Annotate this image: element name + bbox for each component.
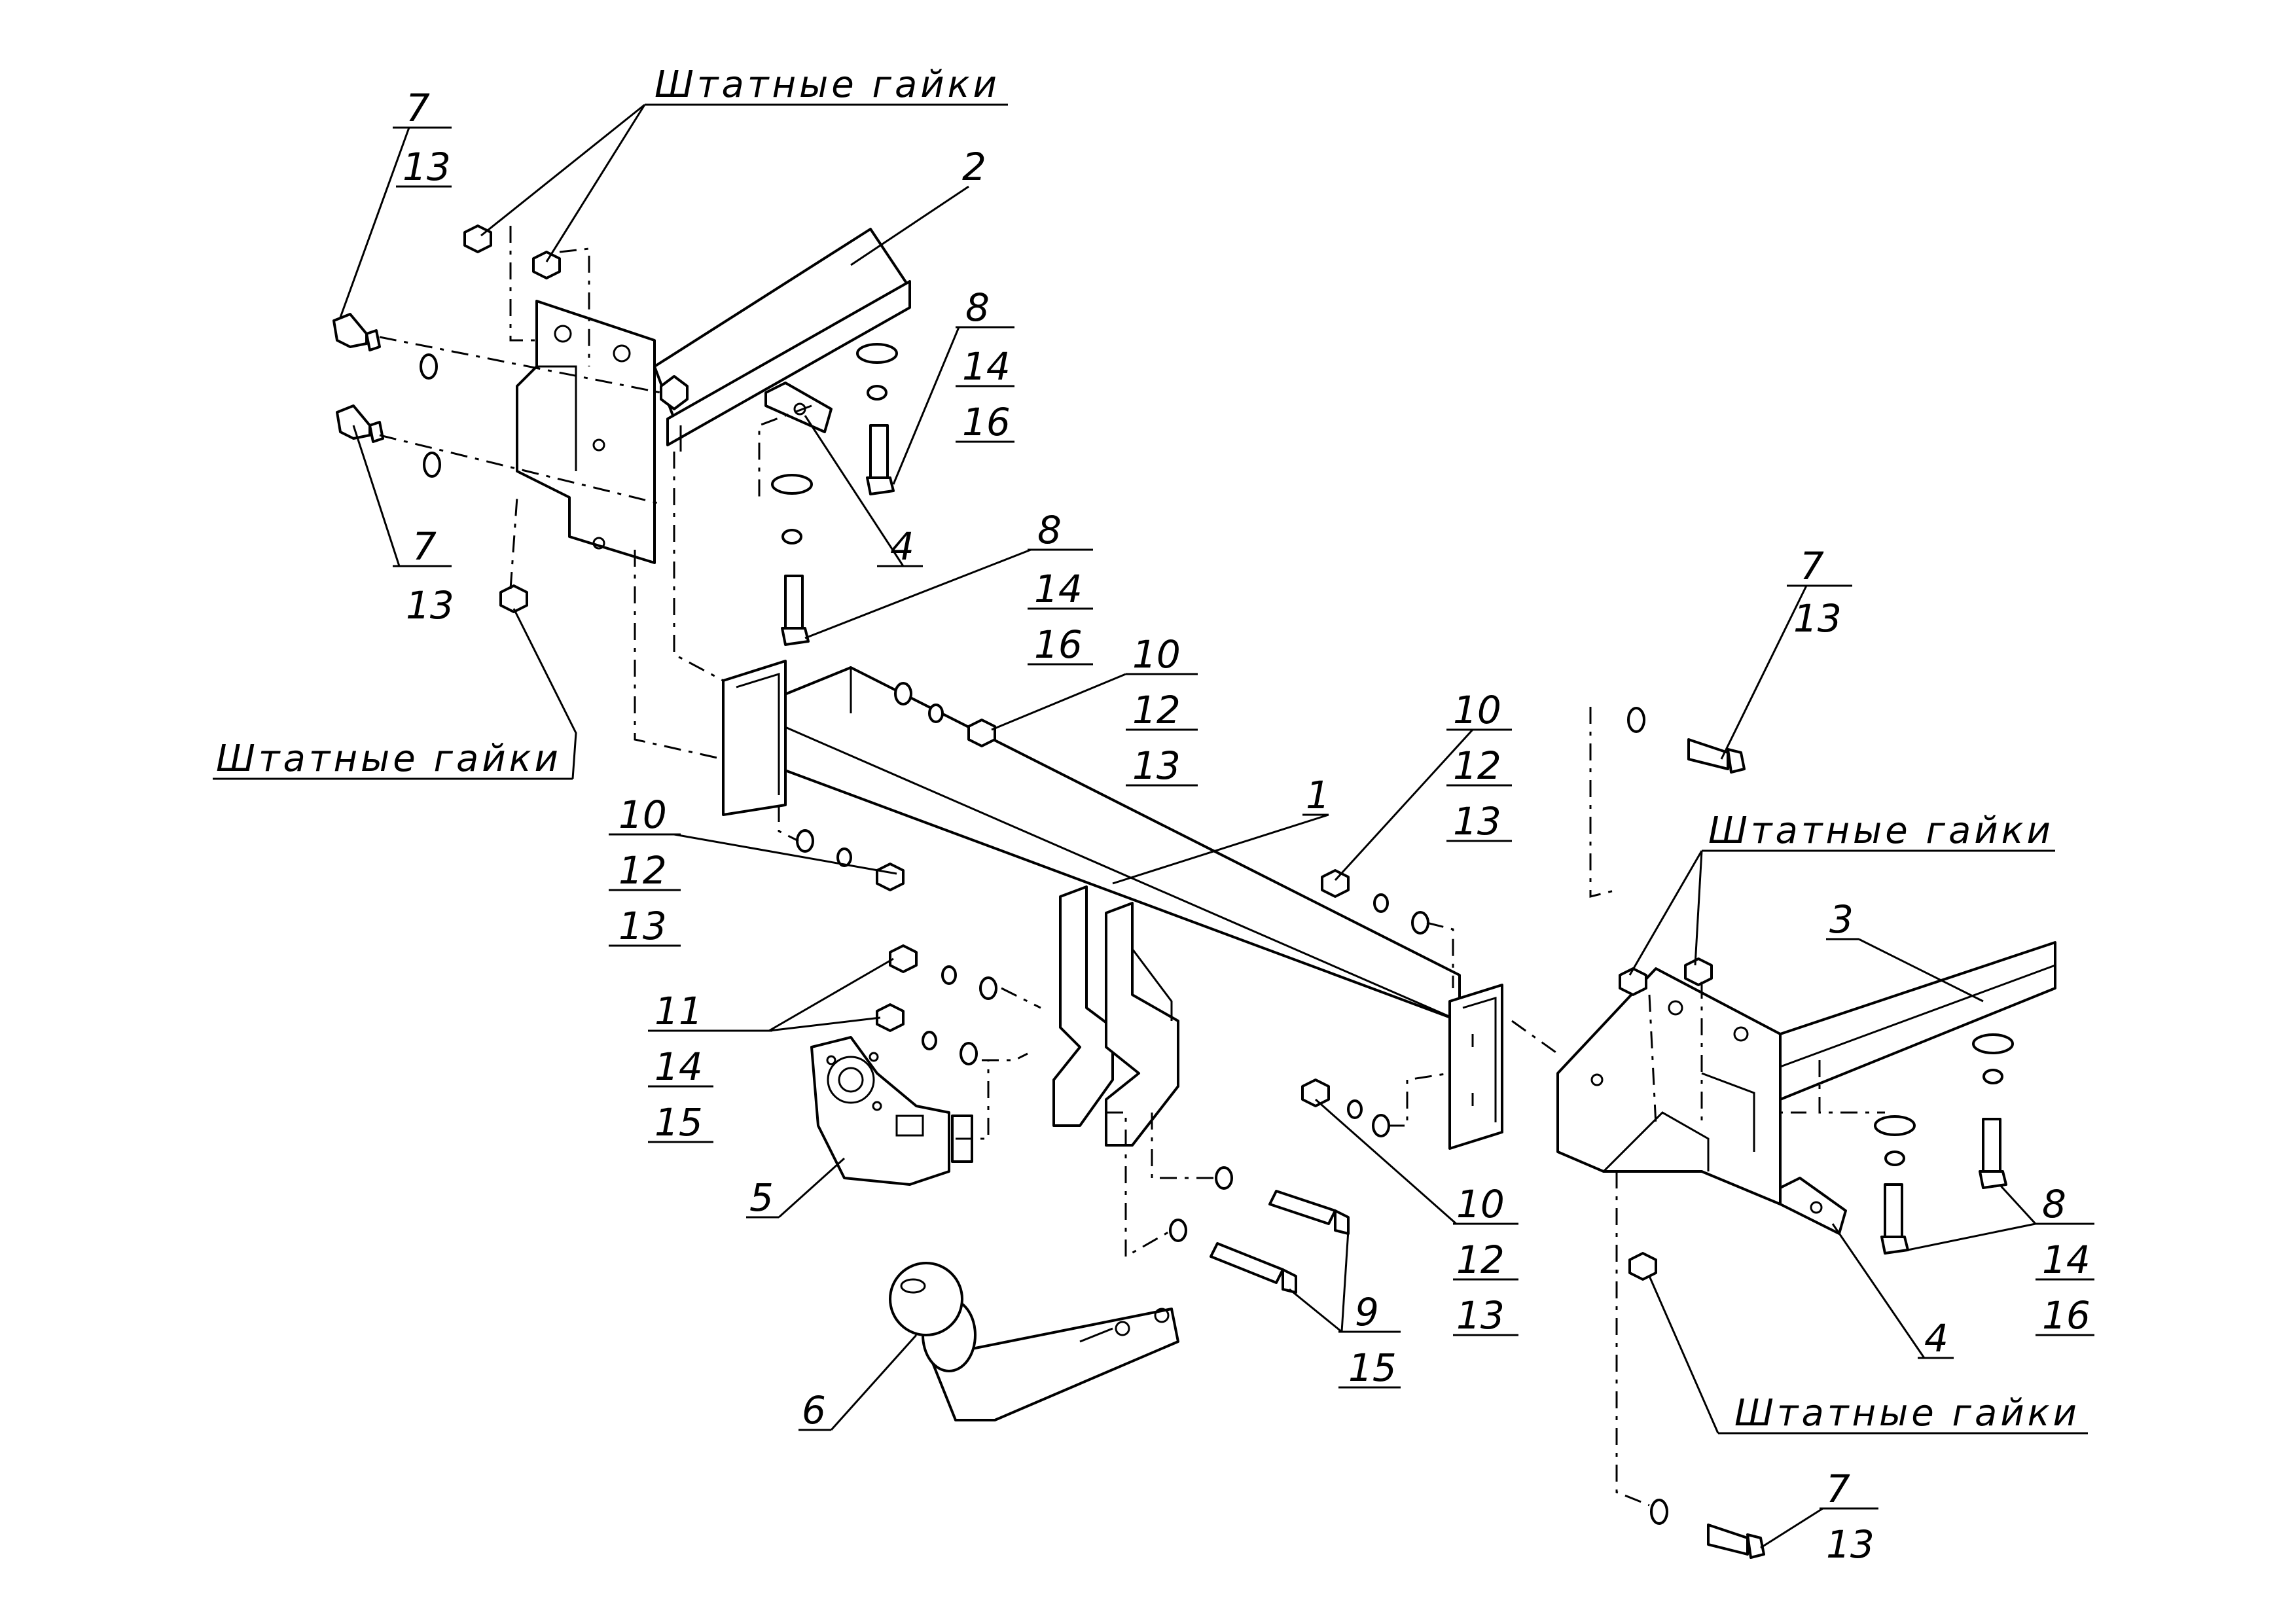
callout-11: 11 (655, 989, 703, 1033)
callout-16: 16 (962, 400, 1011, 444)
callout-13: 13 (619, 904, 667, 948)
std-nuts-label-left: Штатные гайки (216, 738, 562, 780)
callout-14: 14 (655, 1044, 703, 1089)
callout-10: 10 (1453, 688, 1501, 732)
callout-13: 13 (1453, 799, 1501, 844)
hardware (332, 224, 2014, 1559)
callout-13: 13 (406, 583, 454, 628)
callout-14: 14 (962, 344, 1011, 389)
callout-7: 7 (1800, 544, 1824, 588)
callout-8: 8 (965, 285, 990, 330)
std-nuts-label-top: Штатные гайки (655, 63, 1000, 106)
part-2-left-bracket (516, 228, 911, 564)
callout-3: 3 (1829, 897, 1854, 942)
assembly-lines (379, 226, 1885, 1507)
std-nuts-label-right-top: Штатные гайки (1708, 810, 2054, 852)
callout-14: 14 (2042, 1238, 2090, 1282)
callout-13: 13 (1456, 1293, 1505, 1338)
part-1-crossbar (722, 660, 1503, 1150)
callout-4: 4 (1924, 1316, 1948, 1361)
callout-7: 7 (412, 524, 437, 569)
callout-14: 14 (1034, 567, 1083, 611)
callout-10: 10 (1456, 1182, 1505, 1226)
part-5-socket-plate (810, 1036, 973, 1186)
callout-6: 6 (802, 1388, 826, 1433)
leaders (213, 103, 2094, 1549)
callout-15: 15 (655, 1100, 703, 1145)
callout-13: 13 (1132, 743, 1181, 788)
part-4-plate-right (1779, 1177, 1847, 1235)
callout-15: 15 (1348, 1346, 1397, 1390)
callout-13: 13 (403, 145, 451, 189)
callout-8: 8 (1037, 508, 1062, 552)
callout-1: 1 (1306, 773, 1330, 817)
callout-7: 7 (1826, 1467, 1850, 1511)
callout-2: 2 (962, 145, 986, 189)
part-4-plate-left (764, 382, 833, 433)
callout-12: 12 (1453, 743, 1501, 788)
callout-16: 16 (2042, 1293, 2090, 1338)
callout-16: 16 (1034, 622, 1083, 667)
callout-8: 8 (2042, 1182, 2066, 1226)
callout-5: 5 (749, 1175, 774, 1220)
callout-7: 7 (406, 86, 430, 130)
callout-labels: Штатные гайки Штатные гайки Штатные гайк… (216, 63, 2090, 1567)
part-6-tow-ball (889, 1262, 1179, 1421)
callout-13: 13 (1826, 1522, 1874, 1567)
callout-12: 12 (619, 848, 667, 893)
std-nuts-label-right-bottom: Штатные гайки (1734, 1392, 2080, 1435)
part-3-right-bracket (1556, 941, 2056, 1205)
callout-13: 13 (1793, 596, 1842, 641)
callout-12: 12 (1132, 688, 1181, 732)
callout-12: 12 (1456, 1238, 1505, 1282)
callout-10: 10 (619, 793, 667, 837)
callout-9: 9 (1355, 1290, 1379, 1334)
callout-4: 4 (890, 524, 914, 569)
callout-10: 10 (1132, 632, 1181, 677)
